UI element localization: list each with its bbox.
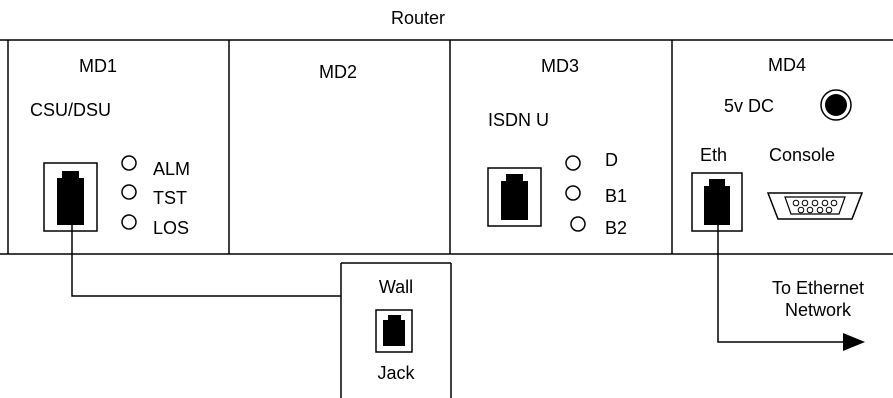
wall-jack-box: Wall Jack: [340, 262, 452, 398]
led-tst-label: TST: [153, 188, 187, 208]
dc-power-jack-icon: [820, 89, 852, 121]
wall-jack-port-icon: [375, 309, 413, 353]
led-los-icon: [121, 214, 137, 230]
ethernet-port-icon: [691, 172, 743, 232]
led-b2-label: B2: [605, 218, 627, 238]
led-los-label: LOS: [153, 218, 189, 238]
power-label: 5v DC: [724, 96, 774, 116]
ethernet-destination-line1: To Ethernet: [772, 278, 864, 298]
md1-label: MD1: [79, 56, 117, 76]
module-md3: MD3 ISDN U D B1 B2: [487, 56, 627, 238]
md3-label: MD3: [541, 56, 579, 76]
router-title: Router: [391, 8, 445, 28]
md2-label: MD2: [319, 62, 357, 82]
console-label: Console: [769, 145, 835, 165]
led-d-icon: [565, 155, 581, 171]
led-b1-icon: [565, 185, 581, 201]
led-b1-label: B1: [605, 186, 627, 206]
eth-label: Eth: [700, 145, 727, 165]
led-d-label: D: [605, 150, 618, 170]
led-tst-icon: [121, 184, 137, 200]
led-alm-label: ALM: [153, 159, 190, 179]
router-chassis: [0, 39, 893, 255]
led-b2-icon: [570, 216, 586, 232]
md3-sublabel: ISDN U: [488, 110, 549, 130]
rj45-port-icon: [43, 162, 98, 232]
wall-jack-bottom-label: Jack: [377, 363, 415, 383]
md4-label: MD4: [768, 55, 806, 75]
md1-sublabel: CSU/DSU: [30, 100, 111, 120]
ethernet-destination-line2: Network: [785, 300, 852, 320]
module-md1: MD1 CSU/DSU ALM TST LOS: [30, 56, 190, 238]
arrow-right-icon: [843, 333, 865, 351]
rj45-port-icon: [487, 167, 542, 227]
csu-dsu-to-wall-jack-cable: [71, 225, 341, 297]
module-md4: MD4 5v DC Eth Console: [691, 55, 864, 232]
eth-to-network-cable: [717, 225, 846, 343]
module-md2: MD2: [319, 62, 357, 82]
console-db9-port-icon: [766, 192, 864, 220]
wall-jack-top-label: Wall: [379, 277, 413, 297]
led-alm-icon: [121, 155, 137, 171]
